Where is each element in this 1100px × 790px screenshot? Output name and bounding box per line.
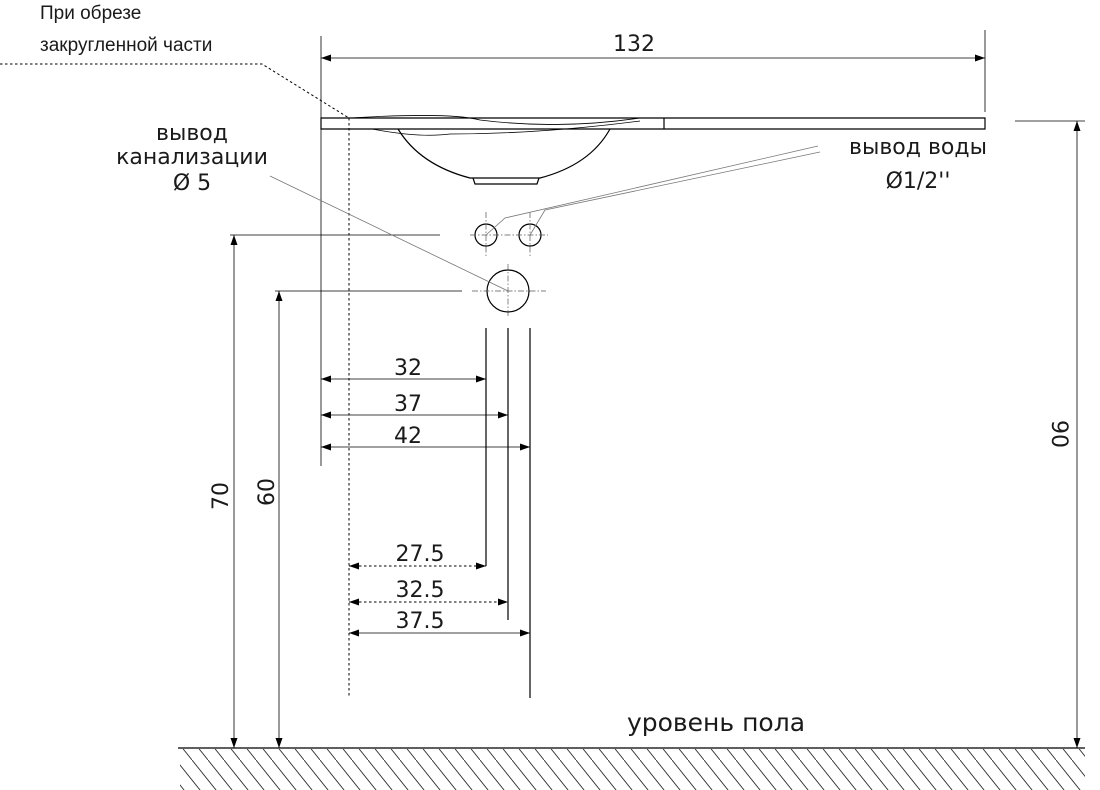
countertop bbox=[320, 117, 986, 130]
dim-value-90: 90 bbox=[1046, 420, 1071, 448]
bowl-rim-top bbox=[349, 115, 641, 125]
dim-value-42: 42 bbox=[394, 424, 422, 449]
dim-value-37: 37 bbox=[394, 392, 422, 417]
drain-note-line-1: вывод bbox=[156, 121, 228, 146]
floor bbox=[178, 747, 1085, 790]
sink bbox=[320, 115, 986, 698]
notes: При обрезе закругленной части вывод кана… bbox=[40, 3, 987, 737]
drain-note-leader bbox=[269, 175, 509, 292]
water-note-line-1: вывод воды bbox=[849, 135, 987, 160]
leaders bbox=[0, 63, 1085, 292]
dim-value-32: 32 bbox=[394, 356, 422, 381]
bowl-basin bbox=[397, 128, 611, 179]
cut-note-line-1: При обрезе bbox=[40, 3, 141, 24]
bowl-rim-inner bbox=[371, 120, 641, 136]
cut-note-line-2: закругленной части bbox=[40, 35, 212, 56]
dimension-values: 132 32 37 42 27.5 32.5 37.5 70 60 90 bbox=[209, 32, 1071, 634]
water-note-leader-left bbox=[485, 145, 819, 236]
cut-note-leader bbox=[0, 63, 350, 119]
floor-hatching bbox=[180, 749, 1085, 790]
dim-value-32-5: 32.5 bbox=[396, 578, 445, 603]
drain-note-line-2: канализации bbox=[116, 145, 268, 170]
bowl-drain-outlet bbox=[472, 177, 540, 185]
dim-value-70: 70 bbox=[209, 482, 234, 510]
water-note-line-2: Ø1/2'' bbox=[886, 169, 951, 194]
drain-note-line-3: Ø 5 bbox=[173, 171, 211, 196]
dim-value-27-5: 27.5 bbox=[396, 542, 445, 567]
outlets bbox=[470, 212, 548, 698]
dim-value-60: 60 bbox=[255, 478, 280, 506]
dim-value-37-5: 37.5 bbox=[396, 609, 445, 634]
dimension-lines bbox=[230, 30, 1081, 748]
water-note-leader-right bbox=[529, 151, 821, 236]
dim-value-132: 132 bbox=[613, 32, 655, 57]
floor-level-label: уровень пола bbox=[627, 708, 805, 737]
